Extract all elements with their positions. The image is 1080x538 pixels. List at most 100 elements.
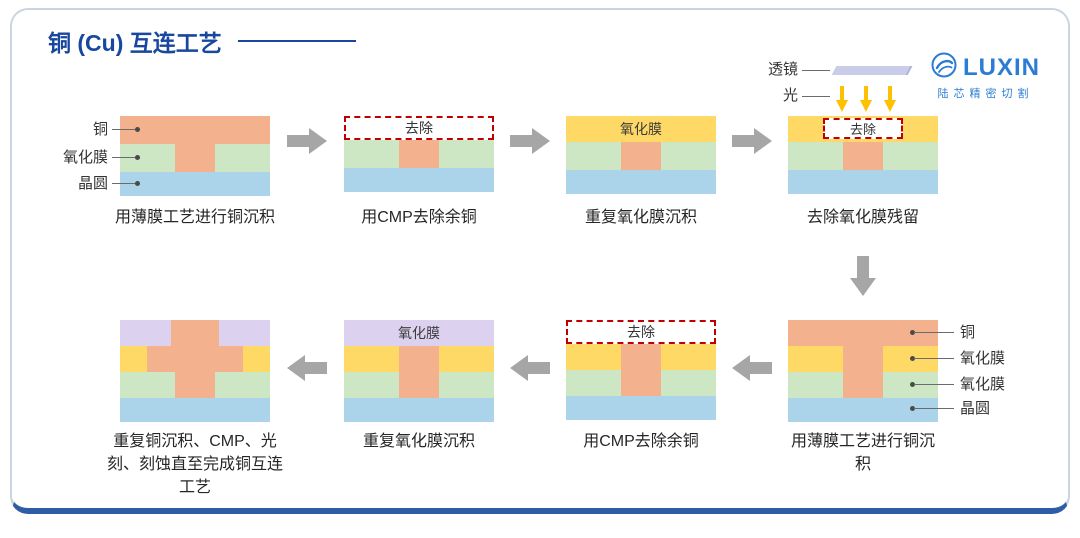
diagram-step4: 去除 <box>788 116 938 194</box>
arrow-left-icon <box>510 354 550 382</box>
luxin-logo-row: LUXIN <box>931 52 1040 83</box>
slide-card: 铜 (Cu) 互连工艺 LUXIN 陆芯精密切割 铜 氧化膜 晶圆 <box>10 8 1070 514</box>
oxide-film-layer: 去除 <box>788 116 938 142</box>
copper-plug <box>621 370 661 396</box>
diagram-step6: 去除 <box>566 320 716 420</box>
oxide-layer <box>344 140 494 168</box>
copper-line <box>147 346 243 372</box>
step2-caption: 用CMP去除余铜 <box>361 209 477 226</box>
copper-layer <box>120 116 270 144</box>
page-title: 铜 (Cu) 互连工艺 <box>48 30 222 56</box>
oxide-film-label: 氧化膜 <box>620 121 662 137</box>
step3-caption: 重复氧化膜沉积 <box>584 209 697 226</box>
arrow-left-icon <box>287 354 327 382</box>
arrow-right-icon <box>510 127 550 155</box>
oxide-film-layer <box>120 320 270 346</box>
arrow-right-icon <box>287 127 327 155</box>
copper-plug <box>843 346 883 372</box>
label-dot <box>910 356 915 361</box>
copper-plug <box>399 346 439 372</box>
oxide-layer <box>566 370 716 396</box>
diagram-step8 <box>120 320 270 422</box>
arrow-right-icon <box>732 127 772 155</box>
light-arrow-icon <box>860 86 872 112</box>
oxide-film-layer <box>344 346 494 372</box>
diagram-step7: 氧化膜 <box>344 320 494 422</box>
label-line <box>112 183 140 184</box>
step6-caption: 用CMP去除余铜 <box>583 433 699 450</box>
label-line <box>914 358 954 359</box>
label-dot <box>135 181 140 186</box>
label-dot <box>135 127 140 132</box>
wafer-layer <box>344 168 494 192</box>
remove-box: 去除 <box>823 118 903 139</box>
oxide-film-layer <box>566 344 716 370</box>
copper-plug <box>843 372 883 398</box>
label-line <box>914 408 954 409</box>
diagram-step3: 氧化膜 <box>566 116 716 194</box>
label-oxide: 氧化膜 <box>960 376 1006 393</box>
wafer-layer <box>120 172 270 196</box>
remove-box: 去除 <box>566 320 716 344</box>
light-label: 光 <box>782 87 798 104</box>
lens-bar <box>831 66 913 75</box>
oxide-film-label: 氧化膜 <box>398 325 440 341</box>
label-line <box>802 96 830 97</box>
remove-box: 去除 <box>344 116 494 140</box>
copper-plug <box>171 320 219 346</box>
label-line <box>802 70 830 71</box>
label-copper: 铜 <box>960 324 976 341</box>
lens-label: 透镜 <box>767 61 798 78</box>
label-dot <box>135 155 140 160</box>
copper-plug <box>843 142 883 170</box>
wafer-layer <box>788 398 938 422</box>
light-arrow-icon <box>884 86 896 112</box>
oxide-film-layer: 氧化膜 <box>566 116 716 142</box>
label-line <box>112 129 140 130</box>
label-line <box>112 157 140 158</box>
oxide-layer <box>788 142 938 170</box>
oxide-layer <box>788 372 938 398</box>
label-copper: 铜 <box>92 121 108 138</box>
wafer-layer <box>566 396 716 420</box>
wafer-layer <box>344 398 494 422</box>
label-line <box>914 332 954 333</box>
oxide-layer <box>566 142 716 170</box>
wafer-layer <box>120 398 270 422</box>
luxin-logo-text: LUXIN <box>963 53 1040 81</box>
oxide-film-layer <box>788 346 938 372</box>
luxin-logo-tagline: 陆芯精密切割 <box>937 88 1034 100</box>
diagram-step5 <box>788 320 938 422</box>
oxide-film-layer <box>120 346 270 372</box>
step8-caption: 重复铜沉积、CMP、光刻、刻蚀直至完成铜互连工艺 <box>106 433 283 497</box>
diagram-step2: 去除 <box>344 116 494 192</box>
step1-caption: 用薄膜工艺进行铜沉积 <box>114 209 275 226</box>
label-line <box>914 384 954 385</box>
oxide-film-layer: 氧化膜 <box>344 320 494 346</box>
step7-caption: 重复氧化膜沉积 <box>362 433 475 450</box>
label-dot <box>910 330 915 335</box>
luxin-logo: LUXIN 陆芯精密切割 <box>931 52 1040 101</box>
copper-layer <box>788 320 938 346</box>
copper-plug <box>175 144 215 172</box>
copper-plug <box>399 372 439 398</box>
arrow-left-icon <box>732 354 772 382</box>
title-rule <box>237 40 356 42</box>
step5-caption: 用薄膜工艺进行铜沉积 <box>790 433 935 474</box>
wafer-layer <box>788 170 938 194</box>
label-oxide: 氧化膜 <box>62 149 108 166</box>
copper-plug <box>621 142 661 170</box>
label-wafer: 晶圆 <box>77 175 108 192</box>
step4-caption: 去除氧化膜残留 <box>806 209 919 226</box>
label-oxide: 氧化膜 <box>960 350 1006 367</box>
copper-plug <box>175 372 215 398</box>
wafer-layer <box>566 170 716 194</box>
oxide-layer <box>120 372 270 398</box>
oxide-layer <box>344 372 494 398</box>
copper-plug <box>399 140 439 168</box>
copper-plug <box>621 344 661 370</box>
label-dot <box>910 406 915 411</box>
arrow-down-icon <box>849 256 877 296</box>
header: 铜 (Cu) 互连工艺 <box>48 24 356 58</box>
label-wafer: 晶圆 <box>960 400 991 417</box>
